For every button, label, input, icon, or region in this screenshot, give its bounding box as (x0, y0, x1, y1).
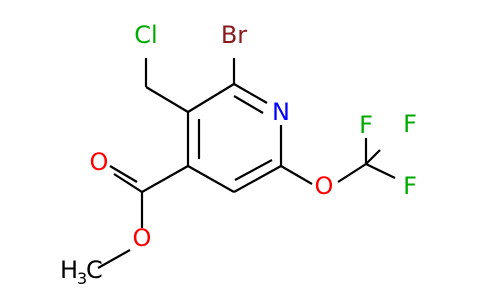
bond-o-cf3 (337, 163, 367, 183)
bond-c4-carbonyl-c (141, 165, 189, 193)
atom-chlorine: Cl (134, 21, 157, 49)
methyl-group: H 3 C (60, 256, 103, 288)
bond-c6-o (280, 165, 313, 185)
atom-fluorine-right: F (403, 110, 417, 138)
atom-bromine: Br (221, 21, 247, 49)
atom-fluorine-bottom: F (403, 172, 417, 200)
bond-c2-c3 (187, 83, 235, 113)
atom-oxygen-ether: O (315, 172, 334, 200)
atom-fluorine-top: F (359, 111, 373, 139)
bond-c5-c6-outer (233, 165, 282, 193)
bond-c3-ch2 (145, 86, 189, 113)
methyl-c: C (86, 256, 103, 284)
atom-nitrogen: N (272, 98, 290, 126)
bonds (97, 58, 396, 269)
atom-labels: Cl Br N O F F F O O H 3 C (60, 21, 417, 288)
atom-oxygen-ester: O (133, 224, 152, 252)
bond-cf3-f3 (365, 149, 381, 165)
bond-n1-c2-outer (233, 83, 268, 104)
bond-cf3-f2 (365, 163, 396, 179)
bond-o-methyl (97, 249, 131, 269)
methyl-h: H (60, 256, 78, 284)
bond-co-double-2 (109, 165, 138, 183)
methyl-subscript: 3 (77, 269, 87, 288)
bond-co-double-1 (113, 173, 143, 193)
bond-n1-c2-inner (233, 95, 264, 114)
bond-c4-c5 (187, 165, 235, 193)
bond-c5-c6-inner (234, 159, 273, 181)
atom-oxygen-carbonyl: O (90, 148, 109, 176)
